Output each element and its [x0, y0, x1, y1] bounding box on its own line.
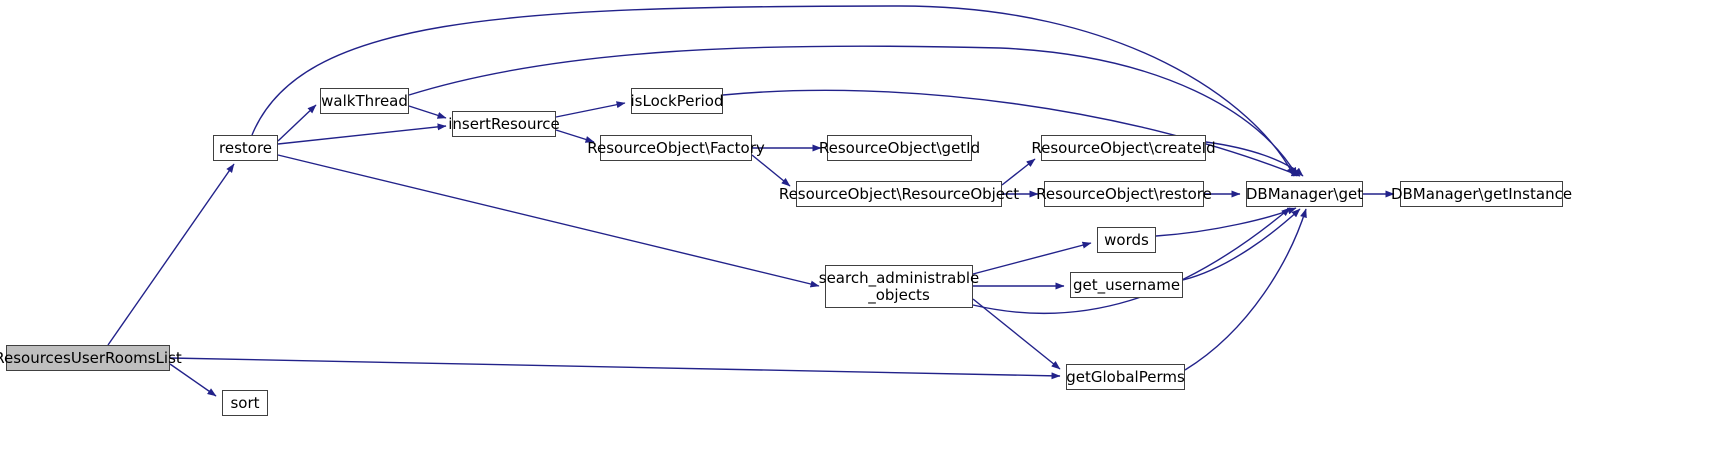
node-getGlobalPerms[interactable]: getGlobalPerms	[1066, 364, 1185, 390]
edge-walkthread-insertresource	[408, 105, 447, 119]
node-insertResource[interactable]: insertResource	[448, 111, 560, 137]
node-search_administrable_objects[interactable]: search_administrable _objects	[819, 265, 979, 308]
edge-createid-dbmanagerget	[1205, 141, 1304, 177]
edge-searchadmin-getglobalperms	[972, 298, 1061, 370]
node-ResourceObjectcreateId[interactable]: ResourceObject\createId	[1031, 135, 1216, 161]
edge-insertresource-islockperiod	[555, 101, 626, 118]
edge-resourceobject-createid	[1001, 158, 1036, 186]
node-restore[interactable]: restore	[213, 135, 278, 161]
edge-restore-searchadmin	[277, 154, 820, 288]
node-get_username[interactable]: get_username	[1070, 272, 1183, 298]
node-DBManagergetInstance[interactable]: DBManager\getInstance	[1391, 181, 1572, 207]
edge-words-dbmanagerget	[1155, 207, 1297, 237]
node-ResourceObjectResourceObject[interactable]: ResourceObject\ResourceObject	[779, 181, 1019, 207]
edge-searchadmin-words	[972, 241, 1092, 275]
node-DBManagerget[interactable]: DBManager\get	[1246, 181, 1363, 207]
node-isLockPeriod[interactable]: isLockPeriod	[631, 88, 723, 114]
edge-islockperiod-dbmanagerget	[722, 89, 1301, 177]
node-ResourcesUserRoomsList[interactable]: ResourcesUserRoomsList	[0, 345, 182, 371]
edge-getusername-dbmanagerget	[1182, 208, 1301, 281]
node-ResourceObjectgetId[interactable]: ResourceObject\getId	[819, 135, 980, 161]
node-words[interactable]: words	[1097, 227, 1156, 253]
edge-restore-walkthread	[277, 104, 317, 142]
node-ResourceObjectFactory[interactable]: ResourceObject\Factory	[587, 135, 765, 161]
edge-resourcesuserroomslist-restore	[107, 163, 235, 346]
edge-resourcesuserroomslist-sort	[169, 363, 217, 397]
edge-restore-insertresource	[277, 123, 447, 145]
edge-factory-resourceobject	[751, 154, 791, 187]
node-sort[interactable]: sort	[222, 390, 268, 416]
edge-resourcesuserroomslist-getglobalperms	[169, 357, 1061, 380]
node-walkThread[interactable]: walkThread	[320, 88, 409, 114]
node-ResourceObjectrestore[interactable]: ResourceObject\restore	[1036, 181, 1212, 207]
edge-getglobalperms-dbmanagerget	[1184, 208, 1307, 371]
